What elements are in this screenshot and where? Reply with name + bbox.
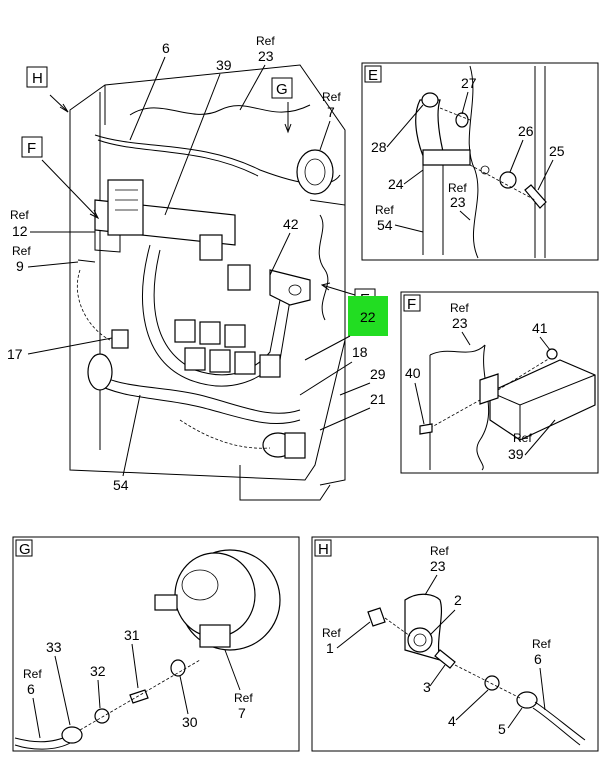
g-ref7-num: 7 <box>238 705 246 721</box>
h-ref1-ref: Ref <box>322 626 341 640</box>
callout-29: 29 <box>370 366 386 382</box>
e-ref54-ref: Ref <box>375 203 394 217</box>
detail-f-title-box <box>403 294 421 312</box>
callout-54: 54 <box>113 477 129 493</box>
f-callout-40: 40 <box>405 365 421 381</box>
detail-g-title-box <box>15 539 33 557</box>
main-assembly-view: H G F E 22 6 39 Ref 23 Ref 7 Ref 12 Ref … <box>7 34 388 501</box>
f-ref39-num: 39 <box>508 446 524 462</box>
detail-h-title-box <box>314 539 332 557</box>
detail-h-title: H <box>318 541 329 558</box>
f-ref23-num: 23 <box>452 315 468 331</box>
e-ref23-num: 23 <box>450 194 466 210</box>
e-callout-26: 26 <box>518 123 534 139</box>
detail-f-title: F <box>407 296 416 313</box>
e-callout-25: 25 <box>549 143 565 159</box>
callout-ref23-ref: Ref <box>256 34 275 48</box>
g-callout-33: 33 <box>46 639 62 655</box>
view-g-label: G <box>276 81 288 98</box>
callout-ref12-ref: Ref <box>10 208 29 222</box>
callout-ref23-num: 23 <box>258 48 274 64</box>
detail-g-title: G <box>19 541 31 558</box>
callout-22[interactable]: 22 <box>360 309 376 325</box>
view-h-marker <box>26 66 48 88</box>
e-ref54-num: 54 <box>377 217 393 233</box>
e-callout-27: 27 <box>461 75 477 91</box>
f-callout-41: 41 <box>532 320 548 336</box>
callout-ref7-num: 7 <box>327 104 335 120</box>
h-ref6-ref: Ref <box>532 637 551 651</box>
e-callout-28: 28 <box>371 139 387 155</box>
view-g-marker <box>271 77 293 99</box>
h-ref6-num: 6 <box>534 651 542 667</box>
detail-f: F Ref 23 41 40 Ref 39 <box>400 291 599 474</box>
relay-block <box>174 234 281 378</box>
f-ref39-ref: Ref <box>513 431 532 445</box>
detail-g-frame <box>12 536 300 752</box>
h-ref1-num: 1 <box>326 640 334 656</box>
detail-e-title: E <box>368 67 378 84</box>
detail-g: G 33 32 31 30 Ref 6 Ref 7 <box>12 536 300 752</box>
h-callout-2: 2 <box>454 592 462 608</box>
h-ref23-num: 23 <box>430 558 446 574</box>
callout-ref7-ref: Ref <box>322 90 341 104</box>
callout-18: 18 <box>352 344 368 360</box>
detail-h: H Ref 23 2 Ref 1 3 4 5 Ref 6 <box>311 536 599 752</box>
detail-h-frame <box>311 536 599 752</box>
h-callout-4: 4 <box>448 713 456 729</box>
h-callout-5: 5 <box>498 721 506 737</box>
callout-21: 21 <box>370 391 386 407</box>
detail-e-frame <box>361 62 599 261</box>
g-ref6-ref: Ref <box>23 667 42 681</box>
detail-e: E 27 28 26 25 24 Ref 23 Ref 54 <box>361 62 599 261</box>
view-h-label: H <box>32 70 43 87</box>
g-ref6-num: 6 <box>27 681 35 697</box>
detail-e-title-box <box>364 65 382 83</box>
callout-ref9-num: 9 <box>16 258 24 274</box>
view-f-label: F <box>27 140 36 157</box>
e-ref23-ref: Ref <box>448 181 467 195</box>
callout-17: 17 <box>7 346 23 362</box>
g-callout-31: 31 <box>124 627 140 643</box>
callout-6: 6 <box>162 40 170 56</box>
f-ref23-ref: Ref <box>450 301 469 315</box>
g-ref7-ref: Ref <box>234 691 253 705</box>
e-callout-24: 24 <box>388 176 404 192</box>
detail-f-frame <box>400 291 599 474</box>
callout-42: 42 <box>283 216 299 232</box>
highlight-callout-22[interactable] <box>348 296 388 336</box>
view-f-marker <box>21 136 43 158</box>
callout-ref12-num: 12 <box>12 223 28 239</box>
callout-39: 39 <box>216 57 232 73</box>
h-ref23-ref: Ref <box>430 544 449 558</box>
callout-ref9-ref: Ref <box>12 244 31 258</box>
g-callout-32: 32 <box>90 663 106 679</box>
g-callout-30: 30 <box>182 714 198 730</box>
h-callout-3: 3 <box>423 679 431 695</box>
